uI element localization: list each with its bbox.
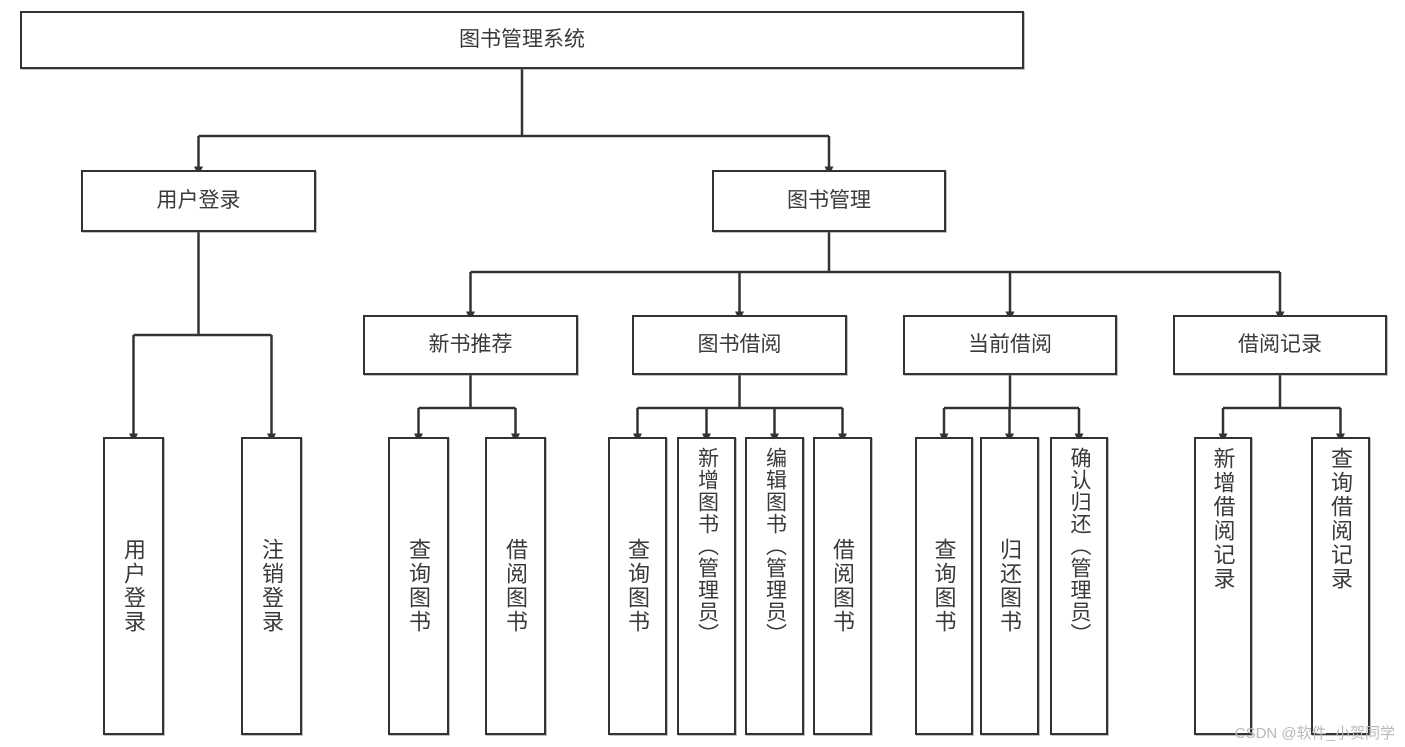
- node-label-leaf-bb-add: 新增图书（管理员）: [695, 447, 719, 645]
- node-label-leaf-bb-query: 查询图书: [625, 538, 651, 634]
- node-label-leaf-br-query: 查询借阅记录: [1328, 447, 1354, 591]
- node-label-leaf-cb-return: 归还图书: [997, 538, 1023, 634]
- node-label-leaf-rec-query: 查询图书: [406, 538, 432, 634]
- node-current-borrow[interactable]: 当前借阅: [903, 315, 1117, 375]
- node-label-leaf-cb-confirm: 确认归还（管理员）: [1068, 447, 1092, 645]
- node-label-leaf-rec-borrow: 借阅图书: [503, 538, 529, 634]
- node-borrow-record[interactable]: 借阅记录: [1173, 315, 1387, 375]
- node-label-root: 图书管理系统: [459, 27, 585, 51]
- node-label-leaf-br-add: 新增借阅记录: [1210, 447, 1236, 591]
- node-book-manage[interactable]: 图书管理: [712, 170, 946, 232]
- node-leaf-rec-query[interactable]: 查询图书: [388, 437, 449, 735]
- node-leaf-br-add[interactable]: 新增借阅记录: [1194, 437, 1252, 735]
- node-leaf-rec-borrow[interactable]: 借阅图书: [485, 437, 546, 735]
- node-new-book-rec[interactable]: 新书推荐: [363, 315, 578, 375]
- node-label-leaf-user-logout: 注销登录: [259, 538, 285, 634]
- node-leaf-cb-query[interactable]: 查询图书: [915, 437, 973, 735]
- node-leaf-user-login[interactable]: 用户登录: [103, 437, 164, 735]
- node-user-login[interactable]: 用户登录: [81, 170, 316, 232]
- node-label-leaf-cb-query: 查询图书: [931, 538, 957, 634]
- node-label-leaf-user-login: 用户登录: [121, 538, 147, 634]
- node-label-leaf-bb-borrow: 借阅图书: [830, 538, 856, 634]
- node-label-book-manage: 图书管理: [787, 188, 871, 212]
- node-label-current-borrow: 当前借阅: [968, 332, 1052, 356]
- node-label-leaf-bb-edit: 编辑图书（管理员）: [763, 447, 787, 645]
- node-book-borrow[interactable]: 图书借阅: [632, 315, 847, 375]
- node-leaf-bb-edit[interactable]: 编辑图书（管理员）: [745, 437, 804, 735]
- node-label-new-book-rec: 新书推荐: [428, 332, 513, 356]
- node-leaf-bb-query[interactable]: 查询图书: [608, 437, 667, 735]
- node-leaf-bb-borrow[interactable]: 借阅图书: [813, 437, 872, 735]
- node-label-borrow-record: 借阅记录: [1238, 332, 1322, 356]
- node-leaf-bb-add[interactable]: 新增图书（管理员）: [677, 437, 736, 735]
- node-leaf-br-query[interactable]: 查询借阅记录: [1311, 437, 1370, 735]
- node-label-book-borrow: 图书借阅: [697, 332, 782, 356]
- node-leaf-cb-return[interactable]: 归还图书: [980, 437, 1039, 735]
- node-leaf-user-logout[interactable]: 注销登录: [241, 437, 302, 735]
- node-leaf-cb-confirm[interactable]: 确认归还（管理员）: [1050, 437, 1108, 735]
- node-label-user-login: 用户登录: [156, 188, 241, 212]
- node-root[interactable]: 图书管理系统: [20, 11, 1024, 69]
